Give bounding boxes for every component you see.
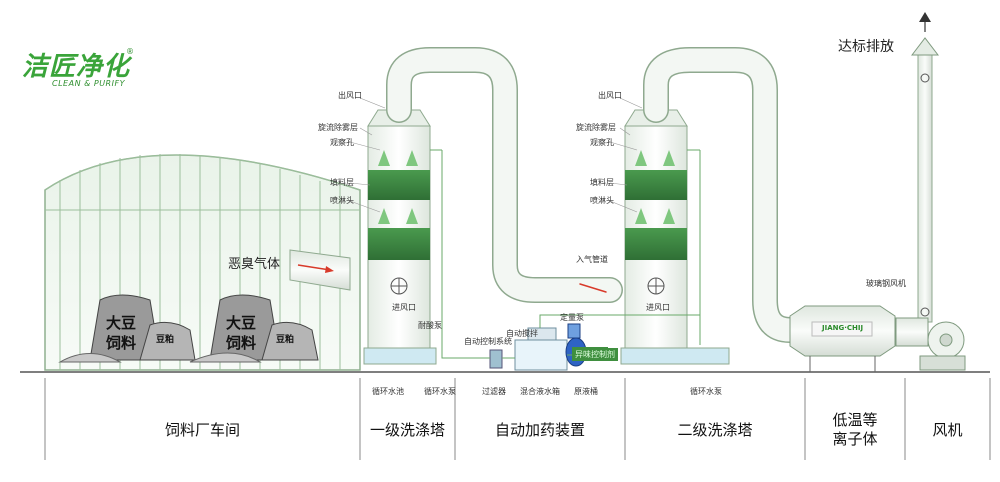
tower-1	[363, 109, 443, 365]
bag-label-small-2: 豆粕	[276, 335, 295, 345]
auto-stir-label: 自动搅拌	[506, 329, 538, 338]
t1-demister-label: 旋流除雾层	[318, 123, 358, 132]
t1-sight-label: 观察孔	[330, 138, 354, 147]
inlet-duct	[289, 249, 351, 291]
section-dosing: 自动加药装置	[494, 420, 585, 439]
tower-2	[620, 109, 730, 365]
t2-airpipe-label: 入气管道	[576, 255, 608, 264]
t1-outlet-label: 出风口	[338, 91, 362, 100]
registered-mark: ®	[126, 47, 134, 56]
t2-outlet-label: 出风口	[598, 91, 622, 100]
section-fan: 风机	[932, 420, 963, 439]
leader-lines	[349, 97, 643, 213]
fan-label: 玻璃钢风机	[866, 279, 906, 288]
section-plasma: 低温等 离子体	[832, 411, 878, 448]
feed-bags-right	[189, 294, 319, 363]
odor-gas-label: 恶臭气体	[228, 257, 281, 272]
filter-label: 过滤器	[482, 387, 506, 396]
brand-tagline: CLEAN & PURIFY	[52, 79, 125, 88]
connecting-duct	[386, 47, 623, 303]
bag-label-1: 大豆	[106, 314, 137, 332]
t2-nozzle-label: 喷淋头	[590, 196, 614, 205]
fan-unit	[895, 317, 966, 371]
t1-inlet-label: 进风口	[392, 303, 416, 312]
brand-logo: 洁匠净化	[22, 52, 131, 82]
bag-label-3: 大豆	[226, 314, 257, 332]
raw-tank-label: 原液桶	[574, 387, 598, 396]
t1-pool-label: 循环水池	[372, 387, 404, 396]
section-tower2: 二级洗涤塔	[677, 420, 753, 439]
t2-demister-label: 旋流除雾层	[576, 123, 616, 132]
plasma-tag: JIANG·CHIJ	[822, 324, 864, 332]
bag-label-2: 饲料	[106, 334, 137, 352]
exhaust-label: 达标排放	[838, 39, 894, 55]
odor-control-panel: 异味控制剂	[572, 348, 618, 361]
t1-packing-label: 填料层	[330, 178, 354, 187]
t2-inlet-label: 进风口	[646, 303, 670, 312]
feed-bags-left	[58, 294, 196, 363]
auto-control-label: 自动控制系统	[464, 337, 512, 346]
bag-label-small-1: 豆粕	[156, 335, 175, 345]
exhaust-stack	[910, 12, 940, 323]
t2-sight-label: 观察孔	[590, 138, 614, 147]
t2-packing-label: 填料层	[590, 178, 614, 187]
section-workshop: 饲料厂车间	[164, 420, 240, 439]
t1-nozzle-label: 喷淋头	[330, 196, 354, 205]
t2-pump-label: 循环水泵	[690, 387, 722, 396]
outlet-duct	[643, 47, 813, 343]
bag-label-4: 饲料	[226, 334, 257, 352]
section-dividers	[44, 378, 991, 460]
t1-acidpump-label: 耐酸泵	[418, 321, 442, 330]
dosing-device	[441, 314, 701, 371]
t1-pump-label: 循环水泵	[424, 387, 456, 396]
section-tower1: 一级洗涤塔	[369, 420, 445, 439]
mix-tank-label: 混合液水箱	[520, 387, 560, 396]
plasma-unit	[789, 305, 896, 372]
meter-pump-label: 定量泵	[560, 313, 584, 322]
